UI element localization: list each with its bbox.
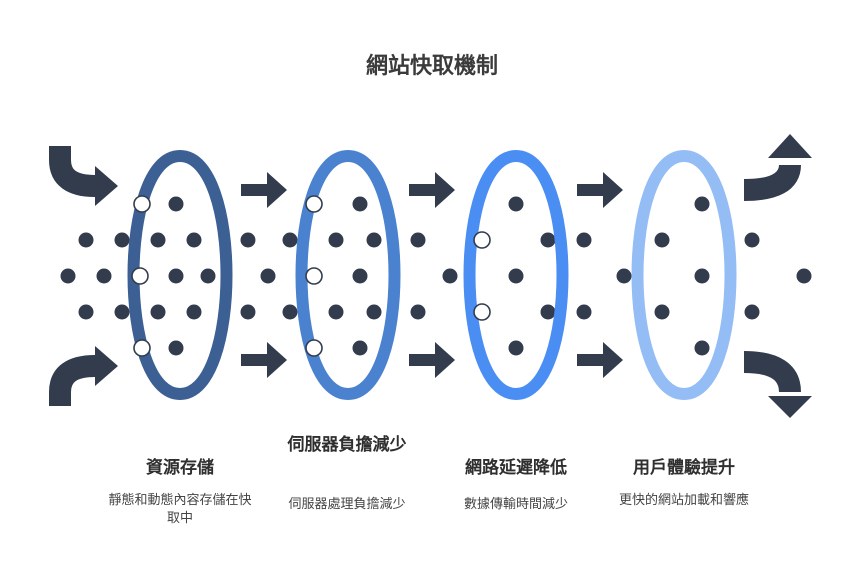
diagram-title: 網站快取機制: [365, 54, 498, 79]
particle-dot-r2-3: [200, 268, 216, 284]
particle-dot-r3-13: [744, 304, 760, 320]
crossing-particle-5: [305, 267, 323, 285]
particle-dot-r3-12: [654, 304, 670, 320]
particle-dot-r1-4: [240, 232, 256, 248]
stage-desc-storage: 靜態和動態內容存儲在快取中: [108, 493, 252, 526]
particle-dot-r2-0: [60, 268, 76, 284]
stage-desc-user-experience: 更快的網站加載和響應: [618, 493, 749, 508]
inflow-arrow-top-shaft: [49, 146, 96, 197]
inflow-arrow-bottom-head: [95, 346, 118, 386]
particle-dot-r2-2: [168, 268, 184, 284]
crossing-particle-1: [133, 195, 151, 213]
particle-dot-r3-0: [78, 304, 94, 320]
ring-layer: [127, 149, 737, 401]
particle-dot-r3-5: [282, 304, 298, 320]
outflow-arrow-bottom-shaft: [743, 351, 801, 393]
flow-arrow-bottom-1: [241, 342, 287, 378]
stage-title-storage: 資源存儲: [146, 458, 214, 478]
particle-dot-r4-2: [508, 340, 524, 356]
crossing-particle-7: [473, 231, 491, 249]
flow-arrow-bottom-2: [409, 342, 455, 378]
stage-title-latency: 網路延遲降低: [465, 458, 567, 478]
particle-dot-r1-10: [540, 232, 556, 248]
particle-dot-r3-11: [576, 304, 592, 320]
crossing-particle-3: [133, 339, 151, 357]
particle-dot-r3-10: [540, 304, 556, 320]
particle-dot-r2-9: [694, 268, 710, 284]
particle-dot-r1-6: [328, 232, 344, 248]
particle-dot-r3-4: [240, 304, 256, 320]
particle-dot-r0-2: [508, 196, 524, 212]
outflow-arrow-top-head: [768, 134, 812, 158]
stage-title-user-experience: 用戶體驗提升: [633, 458, 735, 478]
stage-desc-server-load: 伺服器處理負擔減少: [288, 497, 406, 512]
flow-arrow-top-1: [241, 172, 287, 208]
particle-dot-r3-2: [150, 304, 166, 320]
particle-dot-r4-1: [352, 340, 368, 356]
outflow-arrow-top-shaft: [743, 163, 801, 201]
particle-dot-r2-6: [442, 268, 458, 284]
particle-dot-r3-1: [114, 304, 130, 320]
particle-dot-r2-10: [796, 268, 812, 284]
particle-layer: [60, 196, 812, 356]
inflow-arrow-bottom-shaft: [49, 355, 96, 406]
particle-dot-r1-7: [366, 232, 382, 248]
particle-dot-r3-7: [366, 304, 382, 320]
particle-dot-r1-13: [744, 232, 760, 248]
flow-arrow-top-2: [409, 172, 455, 208]
stage-ring-2: [295, 149, 401, 401]
particle-dot-r4-3: [694, 340, 710, 356]
particle-dot-r0-1: [352, 196, 368, 212]
stage-ring-1: [127, 149, 233, 401]
particle-dot-r2-7: [508, 268, 524, 284]
particle-dot-r1-11: [576, 232, 592, 248]
particle-dot-r2-4: [260, 268, 276, 284]
particle-dot-r1-0: [78, 232, 94, 248]
crossing-particle-4: [305, 195, 323, 213]
outflow-arrow-bottom-head: [768, 396, 812, 418]
particle-dot-r3-6: [328, 304, 344, 320]
arrow-layer: [49, 134, 812, 418]
particle-dot-r4-0: [168, 340, 184, 356]
crossing-particle-8: [473, 303, 491, 321]
particle-dot-r3-8: [410, 304, 426, 320]
stage-desc-latency: 數據傳輸時間減少: [463, 497, 568, 512]
particle-dot-r1-5: [282, 232, 298, 248]
particle-dot-r2-8: [616, 268, 632, 284]
particle-dot-r1-3: [186, 232, 202, 248]
stage-ring-4: [631, 149, 737, 401]
flow-arrow-top-3: [577, 172, 623, 208]
particle-dot-r0-3: [694, 196, 710, 212]
particle-dot-r3-3: [186, 304, 202, 320]
particle-dot-r1-8: [410, 232, 426, 248]
particle-dot-r1-1: [114, 232, 130, 248]
crossing-particle-2: [131, 267, 149, 285]
particle-dot-r1-2: [150, 232, 166, 248]
flow-arrow-bottom-3: [577, 342, 623, 378]
particle-dot-r2-5: [352, 268, 368, 284]
stage-title-server-load: 伺服器負擔減少: [287, 435, 407, 455]
inflow-arrow-top-head: [95, 166, 118, 206]
particle-dot-r2-1: [96, 268, 112, 284]
stage-ring-3: [463, 149, 569, 401]
particle-dot-r0-0: [168, 196, 184, 212]
particle-dot-r1-12: [654, 232, 670, 248]
crossing-particle-6: [305, 339, 323, 357]
crossing-particle-layer: [131, 195, 491, 357]
